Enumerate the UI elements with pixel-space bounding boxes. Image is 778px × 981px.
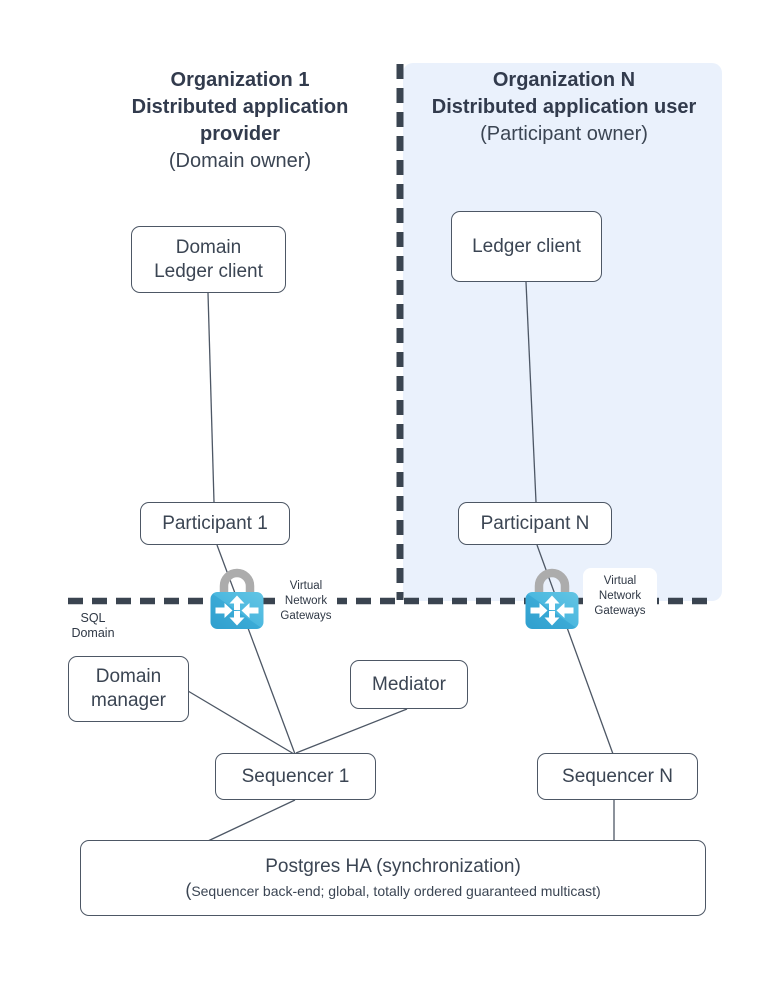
node-label: manager [91, 690, 166, 711]
postgres-subtitle-paren: ( [185, 880, 192, 900]
node-domain-manager: Domain manager [68, 656, 189, 722]
connector-domainmanager-sequencer1 [187, 690, 295, 755]
connector-sequencer1-postgres [207, 799, 296, 842]
node-label: Ledger client [472, 235, 581, 257]
node-postgres-ha: Postgres HA (synchronization) (Sequencer… [80, 840, 706, 916]
org1-subtitle: (Domain owner) [168, 150, 312, 172]
virtual-network-gateway-lock-icon [525, 568, 579, 629]
orgn-title-line1: Organization N [492, 69, 636, 91]
node-sequencer-n: Sequencer N [537, 753, 698, 800]
connector-participantn-sequencern [536, 544, 614, 755]
node-label: Mediator [372, 673, 446, 695]
node-label: Domain [175, 236, 242, 258]
postgres-subtitle-text: Sequencer back-end; global, totally orde… [191, 883, 601, 899]
node-label: Participant 1 [162, 512, 268, 534]
node-label: Sequencer 1 [241, 765, 350, 787]
node-participant-1: Participant 1 [140, 502, 290, 545]
node-sequencer-1: Sequencer 1 [215, 753, 376, 800]
sql-domain-label: SQL Domain [71, 611, 115, 640]
orgn-title-line2: Distributed application user [431, 96, 697, 118]
org1-title-line1: Organization 1 [170, 69, 310, 91]
org1-title-line2: Distributed application [131, 96, 349, 118]
lock-shackle [219, 568, 255, 597]
node-label: Domain [95, 666, 162, 687]
gateway-body [210, 592, 264, 629]
node-ledger-client: Ledger client [451, 211, 602, 282]
node-mediator: Mediator [350, 660, 468, 709]
node-participant-n: Participant N [458, 502, 612, 545]
virtual-network-gateways-label: Virtual Network Gateways [583, 568, 657, 625]
orgn-title: Organization N Distributed application u… [414, 67, 714, 148]
org1-title-line3: provider [199, 123, 281, 145]
node-label: Sequencer N [562, 765, 673, 787]
node-domain-ledger-client: Domain Ledger client [131, 226, 286, 293]
node-label: Ledger client [154, 260, 263, 282]
lock-shackle [534, 568, 570, 597]
gateway-body [525, 592, 579, 629]
gateway-arrows [215, 595, 259, 626]
orgn-subtitle: (Participant owner) [480, 123, 648, 145]
postgres-subtitle: (Sequencer back-end; global, totally ord… [185, 880, 600, 901]
gateway-arrows [530, 595, 574, 626]
virtual-network-gateways-label: Virtual Network Gateways [275, 577, 337, 626]
connector-mediator-sequencer1 [295, 708, 408, 754]
virtual-network-gateway-lock-icon [210, 568, 264, 629]
node-label: Participant N [480, 512, 590, 534]
connector-ledgerclient-participantn [525, 281, 537, 503]
connector-domainledger-participant1 [207, 292, 215, 503]
org1-title: Organization 1 Distributed application p… [80, 67, 400, 175]
postgres-title: Postgres HA (synchronization) [265, 856, 521, 877]
